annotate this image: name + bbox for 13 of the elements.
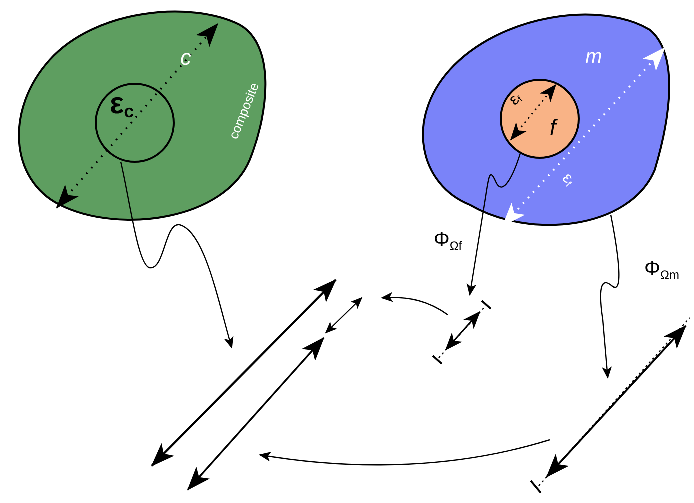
curved-arrow — [120, 162, 234, 349]
fiber-region — [500, 79, 580, 159]
curved-arrow — [381, 292, 448, 316]
circle-region — [95, 83, 175, 163]
curved-arrow — [259, 439, 550, 466]
region-label: m — [586, 47, 602, 67]
curved-arrow — [600, 214, 620, 379]
edge-label: Φ$_{Ωm}$ — [644, 259, 680, 281]
strain-symbol: ε$_{c}$ — [110, 90, 134, 120]
edge-label: Φ$_{Ωf}$ — [434, 230, 462, 252]
dimension-label: c — [180, 47, 192, 69]
curved-arrow — [466, 152, 522, 296]
region-label: f — [550, 117, 556, 139]
